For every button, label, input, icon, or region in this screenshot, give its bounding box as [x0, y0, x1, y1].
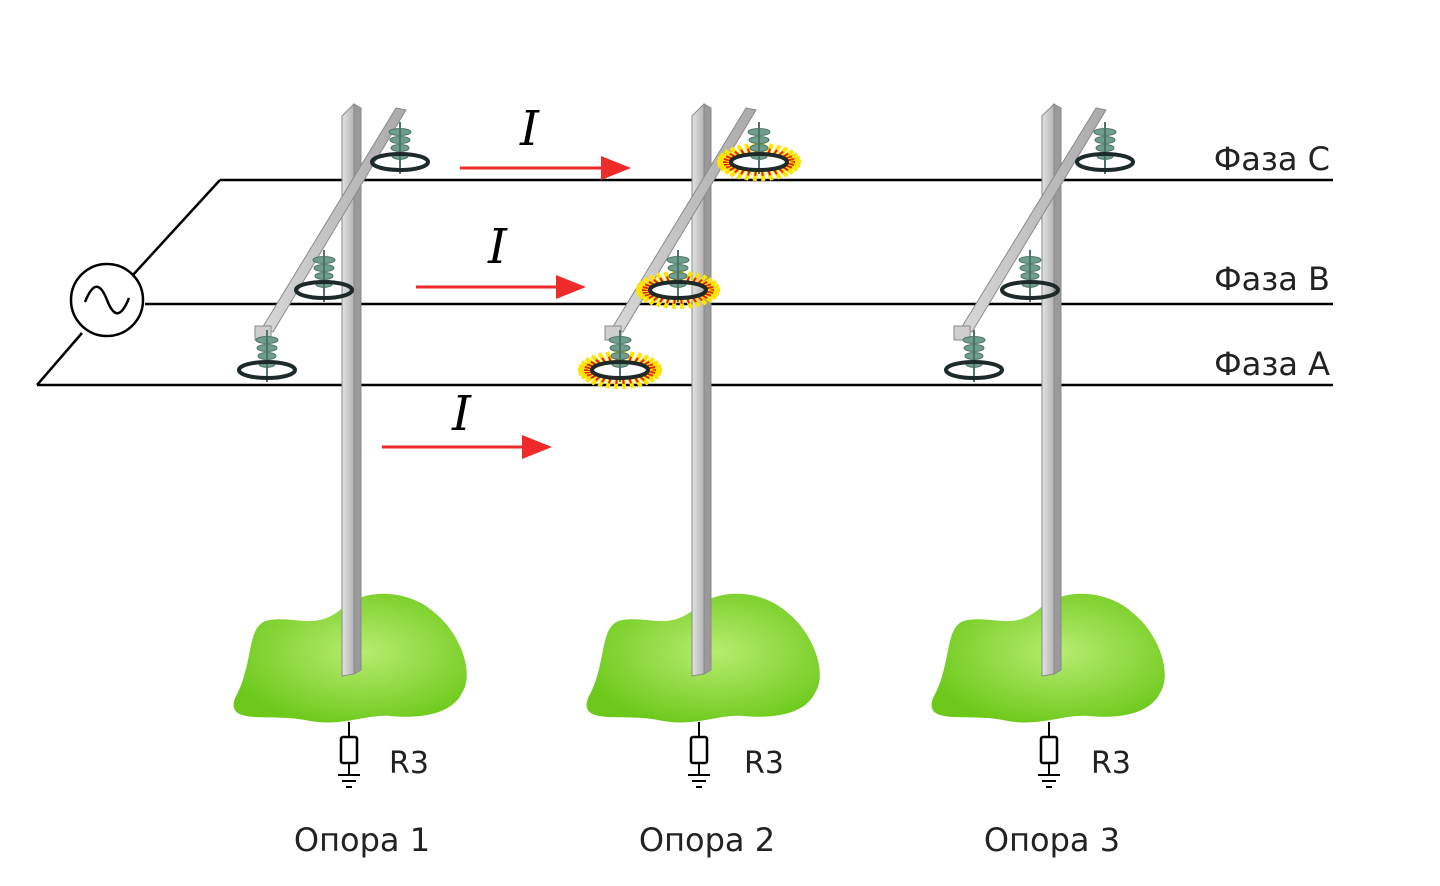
current-arrows	[382, 156, 631, 459]
source-to-phase-a	[36, 332, 83, 386]
spark-ray-core	[642, 290, 649, 294]
insulator-ring	[370, 152, 430, 172]
spark-ray-core	[649, 370, 656, 374]
support-1	[237, 102, 430, 788]
insulator-phase-c	[1075, 122, 1135, 174]
spark-ray-core	[647, 363, 654, 368]
spark-ray-core	[644, 292, 651, 297]
spark-ray-core	[647, 372, 654, 377]
spark-ray-core	[642, 286, 649, 290]
insulator-phase-c	[370, 122, 430, 174]
earth-ground-icon	[338, 774, 360, 788]
earth-ground-icon	[688, 774, 710, 788]
insulator-ring	[1000, 280, 1060, 300]
phase-label-b: Фаза В	[1214, 260, 1330, 298]
insulator-ring	[237, 360, 297, 380]
ac-voltage-source-icon	[69, 262, 145, 338]
insulator-ring	[648, 280, 708, 300]
support-label-1: Опора 1	[294, 821, 430, 859]
insulator-ring	[590, 360, 650, 380]
current-label-ground: I	[451, 386, 472, 442]
spark-ray-core	[707, 290, 714, 294]
insulator-phase-a	[578, 330, 662, 390]
current-label-phase-b: I	[487, 219, 508, 275]
phase-label-c: Фаза С	[1214, 140, 1330, 178]
phase-label-a: Фаза А	[1214, 345, 1330, 383]
source-to-phase-c	[131, 179, 221, 277]
insulator-ring	[1075, 152, 1135, 172]
spark-ray-core	[584, 370, 591, 374]
support-label-2: Опора 2	[639, 821, 775, 859]
resistor-body	[689, 735, 709, 765]
spark-ray-core	[644, 283, 651, 288]
spark-ray-core	[705, 283, 712, 288]
resistance-label-support-3: R3	[1091, 746, 1131, 781]
spark-ray-core	[723, 158, 730, 162]
spark-ray-core	[786, 155, 793, 160]
cross-arm-end	[953, 325, 971, 341]
insulator-ring	[729, 152, 789, 172]
spark-ray-core	[788, 162, 795, 166]
spark-ray-core	[786, 164, 793, 169]
resistance-label-support-1: R3	[389, 746, 429, 781]
spark-ray-core	[707, 286, 714, 290]
cross-arm	[260, 107, 407, 333]
pole-side	[1053, 103, 1062, 675]
insulator-phase-b	[294, 250, 354, 302]
spark-ray-core	[649, 366, 656, 370]
spark-ray-core	[584, 366, 591, 370]
spark-ray-core	[586, 372, 593, 377]
grounding-resistor-icon	[1039, 722, 1059, 774]
insulator-ring	[294, 280, 354, 300]
current-label-phase-c: I	[519, 101, 540, 157]
spark-ray-core	[725, 164, 732, 169]
resistor-body	[339, 735, 359, 765]
spark-ray-core	[705, 292, 712, 297]
support-label-3: Опора 3	[984, 821, 1120, 859]
insulator-phase-b	[1000, 250, 1060, 302]
resistance-label-support-2: R3	[744, 746, 784, 781]
labels: Фаза С Фаза В Фаза А I I I R3 R3 R3 Опор…	[294, 101, 1330, 859]
poles	[237, 102, 1135, 788]
spark-ray-core	[725, 155, 732, 160]
insulator-phase-a	[944, 330, 1004, 382]
support-2	[578, 102, 801, 788]
grounding-resistor-icon	[689, 722, 709, 774]
cross-arm	[959, 107, 1107, 333]
pole-side	[703, 103, 712, 675]
pole-side	[353, 103, 362, 675]
spark-ray-core	[723, 162, 730, 166]
resistor-body	[1039, 735, 1059, 765]
sine-wave-icon	[83, 285, 131, 315]
insulator-phase-c	[717, 122, 801, 182]
insulator-ring	[944, 360, 1004, 380]
insulator-phase-b	[636, 250, 720, 310]
spark-ray-core	[788, 158, 795, 162]
support-3	[944, 102, 1135, 788]
grounding-resistor-icon	[339, 722, 359, 774]
spark-ray-core	[586, 363, 593, 368]
earth-ground-icon	[1038, 774, 1060, 788]
insulator-phase-a	[237, 330, 297, 382]
